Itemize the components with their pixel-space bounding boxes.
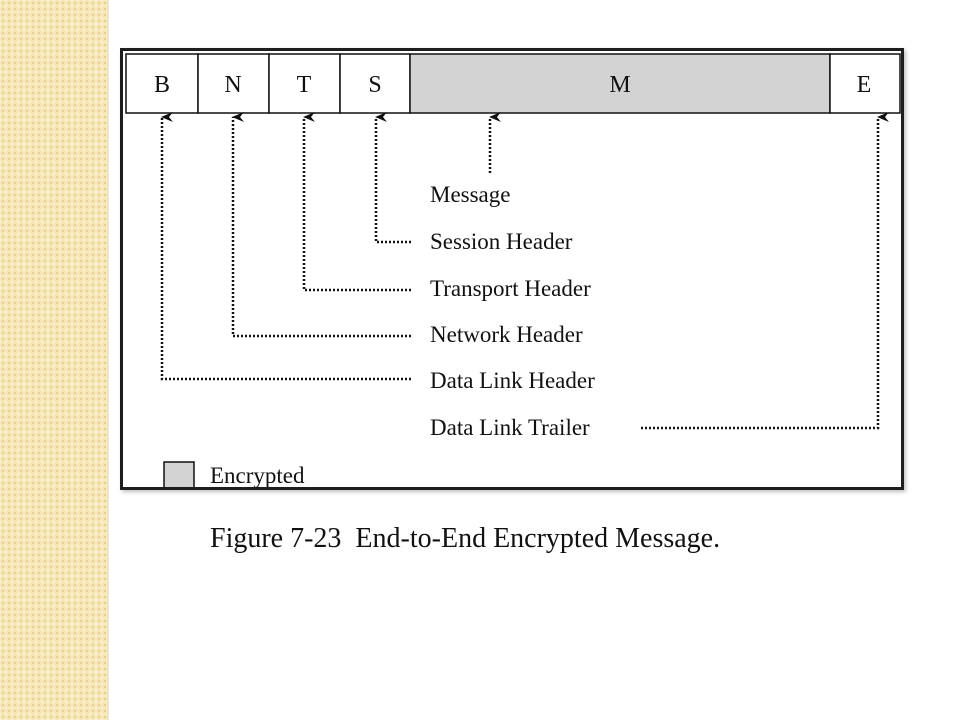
encryption-diagram: B N T S M E Message Session Header Tra (125, 53, 901, 487)
field-n-box (197, 53, 270, 114)
label-data-link-trailer: Data Link Trailer (430, 415, 590, 440)
description-labels: Message Session Header Transport Header … (430, 182, 595, 440)
field-t-label: T (297, 72, 312, 98)
arrow-to-data-link-header (160, 112, 411, 381)
side-band-edge (106, 0, 109, 720)
field-m-box (409, 53, 831, 114)
figure-frame: B N T S M E Message Session Header Tra (120, 48, 904, 490)
field-m-label: M (609, 72, 630, 98)
legend-swatch (163, 461, 195, 487)
leader-lines (160, 112, 889, 430)
arrow-to-session-header (374, 112, 411, 244)
legend: Encrypted (163, 461, 305, 487)
field-n-label: N (224, 72, 241, 98)
arrow-to-network-header (231, 112, 411, 338)
label-transport-header: Transport Header (430, 276, 591, 301)
arrow-to-transport-header (302, 112, 411, 292)
label-network-header: Network Header (430, 322, 583, 347)
label-session-header: Session Header (430, 229, 573, 254)
label-message: Message (430, 182, 510, 207)
field-e-label: E (857, 72, 872, 98)
field-s-label: S (368, 72, 381, 98)
field-row: B N T S M E (125, 53, 901, 114)
field-b-box (125, 53, 199, 114)
field-e-box (829, 53, 901, 114)
figure-caption: Figure 7-23 End-to-End Encrypted Message… (210, 523, 721, 554)
legend-label: Encrypted (210, 463, 305, 487)
field-b-label: B (154, 72, 170, 98)
label-data-link-header: Data Link Header (430, 368, 595, 393)
decorative-side-band (0, 0, 106, 720)
arrow-to-data-link-trailer (641, 112, 889, 430)
